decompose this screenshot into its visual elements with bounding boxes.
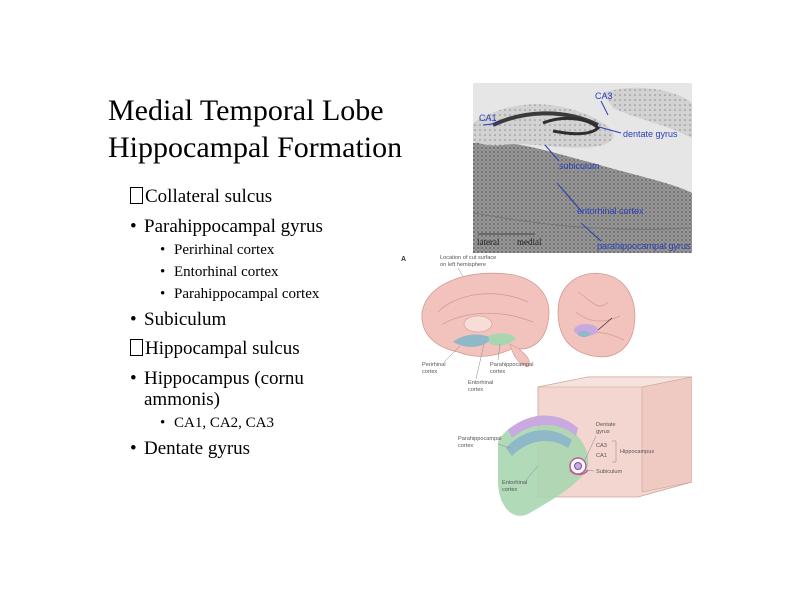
- upper-tissue: [603, 87, 692, 138]
- svg-text:Parahippocampal: Parahippocampal: [458, 436, 502, 442]
- parahippocampal-region: [488, 333, 516, 346]
- list-item: •Entorhinal cortex: [160, 264, 279, 280]
- hippocampus-band: [508, 415, 578, 438]
- title-line-1: Medial Temporal Lobe: [108, 94, 384, 127]
- slide-title: Medial Temporal Lobe Hippocampal Formati…: [108, 92, 402, 166]
- missing-glyph-icon: [130, 339, 143, 356]
- svg-text:cortex: cortex: [490, 369, 505, 375]
- coronal-section-view: [557, 272, 636, 358]
- hippocampal-formation-diagram: A Location of cut surface on left hemisp…: [401, 255, 692, 516]
- svg-text:Parahippocampal: Parahippocampal: [490, 362, 534, 368]
- label-entorhinal-cortex: entorhinal cortex: [577, 206, 644, 216]
- list-item: •Subiculum: [130, 309, 227, 330]
- list-item: •CA1, CA2, CA3: [160, 415, 275, 431]
- bullet-marker: •: [160, 415, 166, 431]
- svg-text:CA1: CA1: [596, 453, 607, 459]
- bullet-marker: •: [130, 216, 137, 237]
- list-item: •Parahippocampal cortex: [160, 286, 320, 302]
- bullet-marker: •: [130, 438, 137, 459]
- svg-text:Entorhinal: Entorhinal: [502, 480, 527, 486]
- svg-text:on left hemisphere: on left hemisphere: [440, 262, 486, 268]
- svg-text:cortex: cortex: [468, 387, 483, 393]
- list-item: •Perirhinal cortex: [160, 242, 275, 258]
- label-lateral: lateral: [477, 237, 500, 247]
- label-parahippocampal-gyrus: parahippocampal gyrus: [597, 241, 691, 251]
- hippocampus-histology-image: CA3 CA1 dentate gyrus subiculum entorhin…: [473, 83, 692, 253]
- bullet-marker: •: [160, 242, 166, 258]
- svg-text:Dentate: Dentate: [596, 422, 616, 428]
- hippocampus-cutaway-view: [498, 376, 692, 516]
- cortex-region: [473, 142, 692, 253]
- dentate-layer: [542, 116, 601, 136]
- bullet-marker: •: [160, 286, 166, 302]
- bullet-marker: •: [160, 264, 166, 280]
- svg-text:Subiculum: Subiculum: [596, 469, 622, 475]
- perirhinal-region: [453, 334, 493, 347]
- medial-brain-view: [421, 272, 550, 368]
- label-location: Location of cut surface: [440, 255, 496, 261]
- list-item: •Parahippocampal gyrus: [130, 216, 323, 237]
- svg-text:cortex: cortex: [458, 443, 473, 449]
- svg-text:Entorhinal: Entorhinal: [468, 380, 493, 386]
- label-medial: medial: [517, 237, 542, 247]
- svg-text:cortex: cortex: [502, 487, 517, 493]
- svg-text:Hippocampus: Hippocampus: [620, 449, 654, 455]
- svg-text:gyrus: gyrus: [596, 429, 610, 435]
- label-ca3: CA3: [595, 91, 613, 101]
- title-line-2: Hippocampal Formation: [108, 131, 403, 164]
- panel-letter: A: [401, 256, 406, 263]
- list-item: •Hippocampus (cornu: [130, 368, 304, 389]
- list-item: Hippocampal sulcus: [130, 338, 300, 360]
- list-item: •Dentate gyrus: [130, 438, 251, 459]
- label-ca1: CA1: [479, 113, 497, 123]
- svg-text:Perirhinal: Perirhinal: [422, 362, 446, 368]
- label-dentate-gyrus: dentate gyrus: [623, 129, 678, 139]
- list-item-continuation: ammonis): [144, 389, 220, 410]
- svg-text:CA3: CA3: [596, 443, 607, 449]
- label-subiculum: subiculum: [559, 161, 600, 171]
- entorhinal-band: [506, 430, 572, 456]
- list-item: Collateral sulcus: [130, 186, 272, 208]
- bullet-marker: •: [130, 368, 137, 389]
- bullet-marker: •: [130, 309, 137, 330]
- hippocampus-region: [473, 104, 614, 148]
- svg-text:cortex: cortex: [422, 369, 437, 375]
- missing-glyph-icon: [130, 187, 143, 204]
